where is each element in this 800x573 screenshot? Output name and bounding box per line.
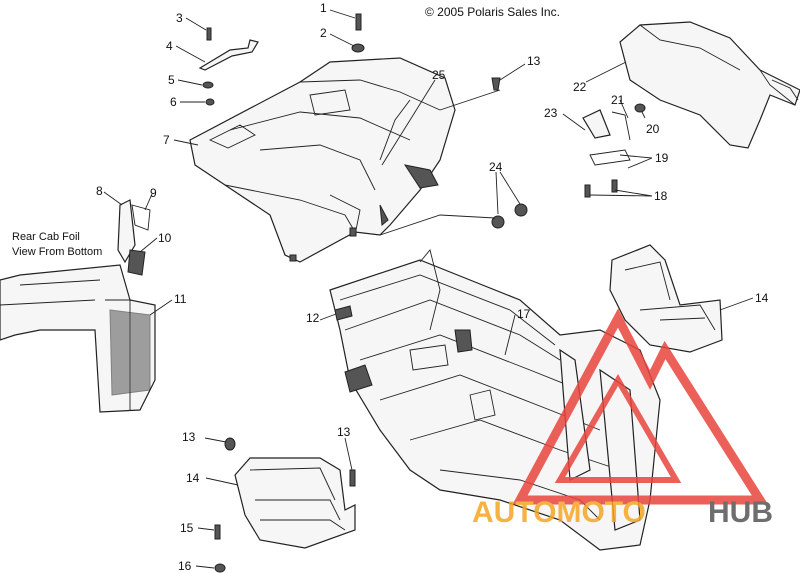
watermark-text-main: AUTOMOTO [472,496,646,529]
part-18-screw-b [611,179,618,193]
callout-20: 20 [646,122,660,136]
part-15-screw [214,524,221,540]
callout-17: 17 [517,307,531,321]
callout-12: 12 [306,311,320,325]
watermark-inner-triangle [554,374,682,483]
callout-10: 10 [158,231,172,245]
part-22-seat [619,21,800,149]
callout-13-left: 13 [182,430,196,444]
part-10-fastener [127,249,146,276]
part-23-seat-latch [582,109,611,139]
part-2-washer [351,43,365,53]
callout-7: 7 [163,133,170,147]
view-note-line-2: View From Bottom [12,246,102,258]
part-12-label [334,305,353,321]
part-16-nut [214,563,226,573]
watermark-text-hub: HUB [708,496,773,529]
part-20-bumper [634,103,646,113]
view-note-line-1: Rear Cab Foil [12,231,80,243]
part-9-clip [131,204,151,231]
callout-19: 19 [655,151,669,165]
callout-8: 8 [96,184,103,198]
watermark-logo: AUTOMOTO HUB [472,308,773,529]
part-13-fastener-left [224,437,236,451]
part-24-nut-b [514,203,528,217]
callout-25: 25 [432,68,446,82]
part-14-footwell-right [609,244,723,353]
callout-2: 2 [320,26,327,40]
part-25-seal [379,99,411,161]
part-1-bolt [355,13,362,31]
callout-13-top: 13 [527,54,541,68]
part-14-footwell-left [234,457,356,549]
part-11-rear-cab-foil [0,264,156,413]
callout-1: 1 [320,1,327,15]
part-21-latch-rod [611,111,631,141]
callout-11: 11 [174,292,187,306]
part-4-cable [198,39,259,71]
callout-14-left: 14 [186,471,200,485]
part-13-bolt-center [349,469,356,487]
callout-15: 15 [180,521,194,535]
callout-4: 4 [166,39,173,53]
callout-5: 5 [168,73,175,87]
callout-23: 23 [544,106,558,120]
callout-13-center: 13 [337,425,351,439]
callout-18: 18 [654,189,668,203]
part-13-fastener-cab [491,77,501,91]
part-18-screw-a [584,184,591,198]
callout-22: 22 [573,80,587,94]
callout-16: 16 [178,559,192,573]
part-5-grommet [202,81,214,89]
part-24-nut-a [491,215,505,229]
callout-24: 24 [489,160,503,174]
callout-3: 3 [176,11,183,25]
copyright-text: © 2005 Polaris Sales Inc. [425,5,560,19]
part-6-clip [205,98,215,106]
callout-14-right: 14 [755,291,769,305]
part-3-screw [206,27,212,41]
callout-9: 9 [150,186,157,200]
callout-21: 21 [611,93,625,107]
part-19-spring [589,149,631,166]
part-7-rear-cab [189,57,456,263]
leader-lines [103,9,754,569]
hardware-group-top [198,13,365,106]
watermark-triangle [512,308,769,505]
callout-6: 6 [170,95,177,109]
